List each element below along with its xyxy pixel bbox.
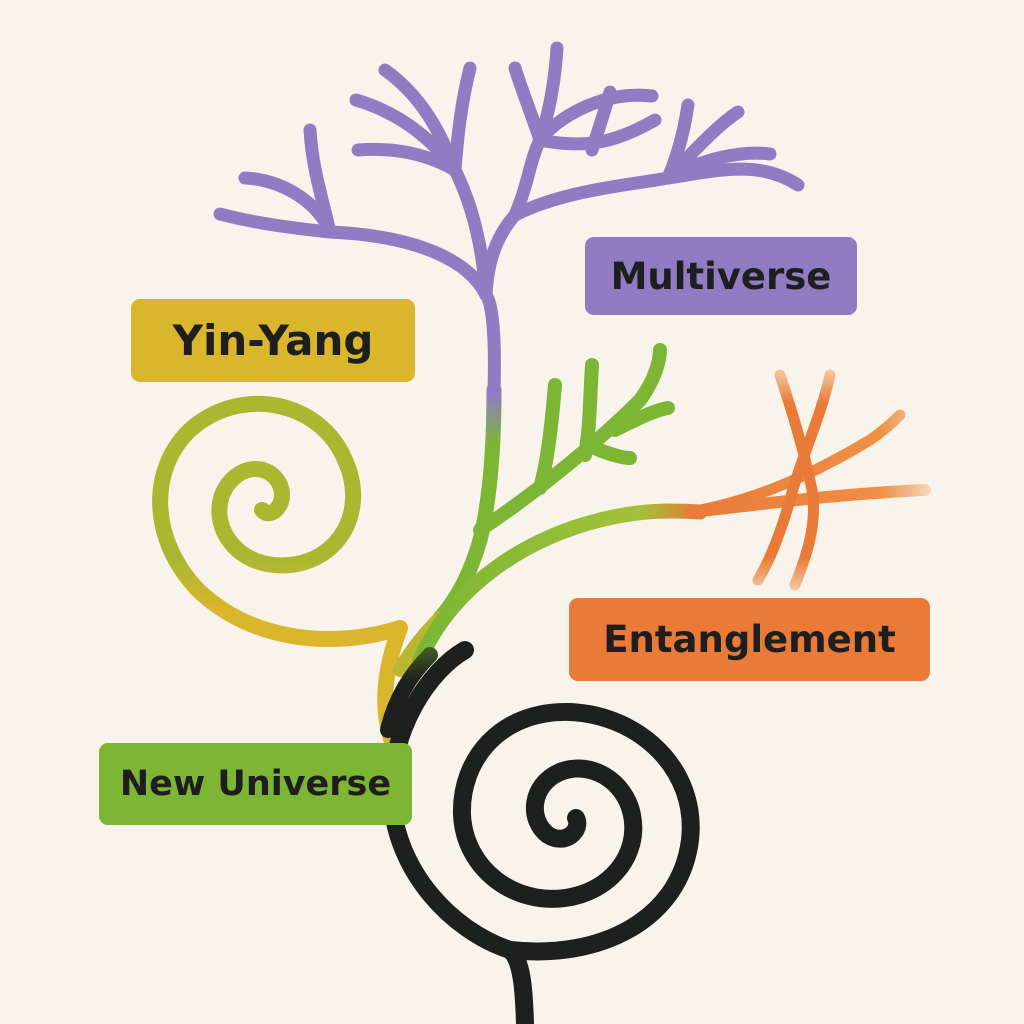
- green-branch-icon: [473, 343, 675, 537]
- orange-strands-icon: [684, 369, 931, 591]
- label-multiverse: Multiverse: [585, 237, 857, 315]
- purple-branches-icon: [213, 41, 805, 397]
- gold-spiral-icon: [152, 395, 408, 750]
- label-new-universe: New Universe: [99, 743, 412, 825]
- black-spiral-icon: [380, 647, 438, 738]
- black-spiral-path-icon: [382, 641, 700, 1024]
- label-entanglement: Entanglement: [569, 598, 930, 681]
- green-arc-icon: [412, 503, 708, 668]
- label-yin-yang: Yin-Yang: [131, 299, 415, 382]
